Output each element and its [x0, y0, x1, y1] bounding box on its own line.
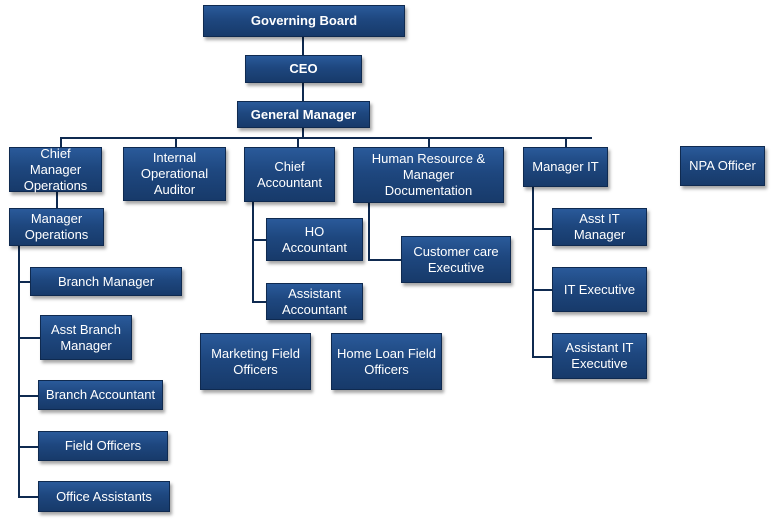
office-assistants-box: Office Assistants — [38, 481, 170, 512]
connector-mo-vertical — [18, 246, 20, 497]
connector-cmo-mo — [56, 192, 58, 208]
connector-bus-auditor — [175, 137, 177, 147]
marketing-field-officers-box: Marketing Field Officers — [200, 333, 311, 390]
connector-hr-vertical — [368, 203, 370, 261]
asst-branch-manager-box: Asst Branch Manager — [40, 315, 132, 360]
connector-bus-hr — [428, 137, 430, 147]
connector-branch-accountant — [18, 395, 38, 397]
connector-ceo-gm — [302, 83, 304, 101]
ho-accountant-box: HO Accountant — [266, 218, 363, 261]
connector-manager-it-vertical — [532, 187, 534, 358]
chief-accountant-box: Chief Accountant — [244, 147, 335, 202]
connector-customer-care — [368, 259, 401, 261]
connector-branch-manager — [18, 281, 30, 283]
internal-operational-auditor-box: Internal Operational Auditor — [123, 147, 226, 201]
connector-field-officers — [18, 446, 38, 448]
assistant-accountant-box: Assistant Accountant — [266, 283, 363, 320]
connector-bus-chief-accountant — [297, 137, 299, 147]
home-loan-field-officers-box: Home Loan Field Officers — [331, 333, 442, 390]
npa-officer-box: NPA Officer — [680, 146, 765, 186]
manager-it-box: Manager IT — [523, 147, 608, 187]
connector-it-executive — [532, 289, 552, 291]
manager-operations-box: Manager Operations — [9, 208, 104, 246]
field-officers-box: Field Officers — [38, 431, 168, 461]
connector-gm-down — [302, 128, 304, 138]
asst-it-manager-box: Asst IT Manager — [552, 208, 647, 246]
branch-accountant-box: Branch Accountant — [38, 380, 163, 410]
governing-board-box: Governing Board — [203, 5, 405, 37]
branch-manager-box: Branch Manager — [30, 267, 182, 296]
connector-asst-it-manager — [532, 228, 552, 230]
human-resource-manager-documentation-box: Human Resource & Manager Documentation — [353, 147, 504, 203]
chief-manager-operations-box: Chief Manager Operations — [9, 146, 102, 193]
connector-bus-manager-it — [565, 137, 567, 147]
ceo-box: CEO — [245, 55, 362, 83]
connector-ho-accountant — [252, 239, 266, 241]
connector-board-ceo — [302, 37, 304, 55]
customer-care-executive-box: Customer care Executive — [401, 236, 511, 283]
connector-asst-branch-manager — [18, 337, 40, 339]
connector-assistant-accountant — [252, 301, 266, 303]
general-manager-box: General Manager — [237, 101, 370, 128]
connector-chief-accountant-vertical — [252, 202, 254, 303]
connector-assistant-it-executive — [532, 356, 552, 358]
assistant-it-executive-box: Assistant IT Executive — [552, 333, 647, 379]
connector-office-assistants — [18, 496, 38, 498]
connector-main-bus — [60, 137, 592, 139]
it-executive-box: IT Executive — [552, 267, 647, 312]
connector-bus-cmo — [60, 137, 62, 147]
